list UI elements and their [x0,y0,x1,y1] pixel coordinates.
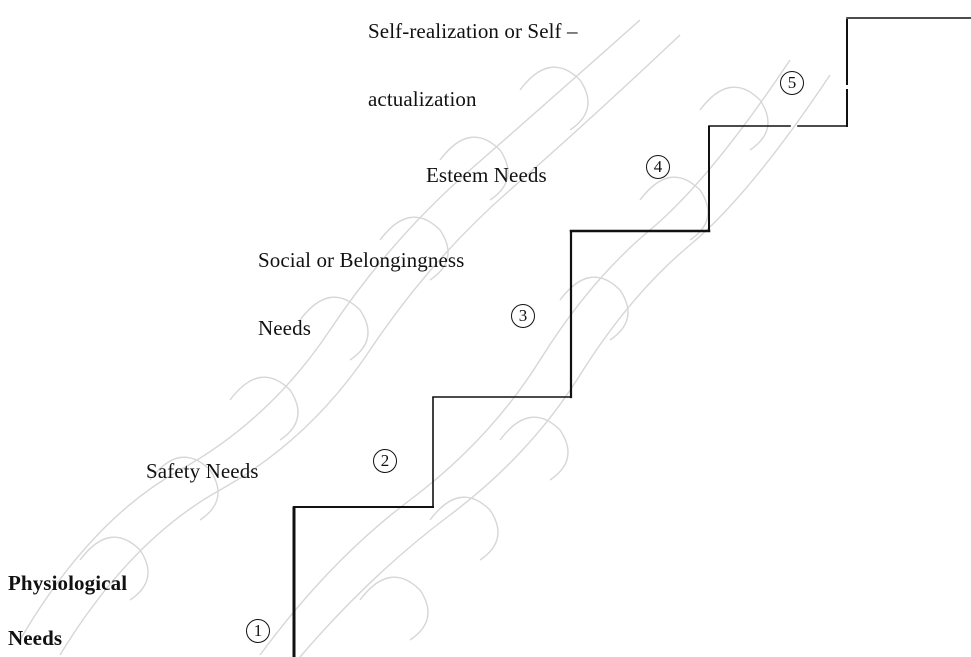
step-2-number-badge: 2 [373,449,397,473]
step-2-label: Safety Needs [146,459,259,483]
step-1-number-badge: 1 [246,619,270,643]
step-4-label: Esteem Needs [426,163,547,187]
step-3-label-line2: Needs [258,316,311,340]
step-1-label-line2: Needs [8,626,63,650]
step-3-number-badge: 3 [511,304,535,328]
step-5-label-line2: actualization [368,87,477,111]
step-3-label-line1: Social or Belongingness [258,248,465,272]
step-1-label-line1: Physiological [8,571,128,595]
step-4-number-badge: 4 [646,155,670,179]
step-5-label-line1: Self-realization or Self – [368,19,578,43]
step-5-number-badge: 5 [780,71,804,95]
